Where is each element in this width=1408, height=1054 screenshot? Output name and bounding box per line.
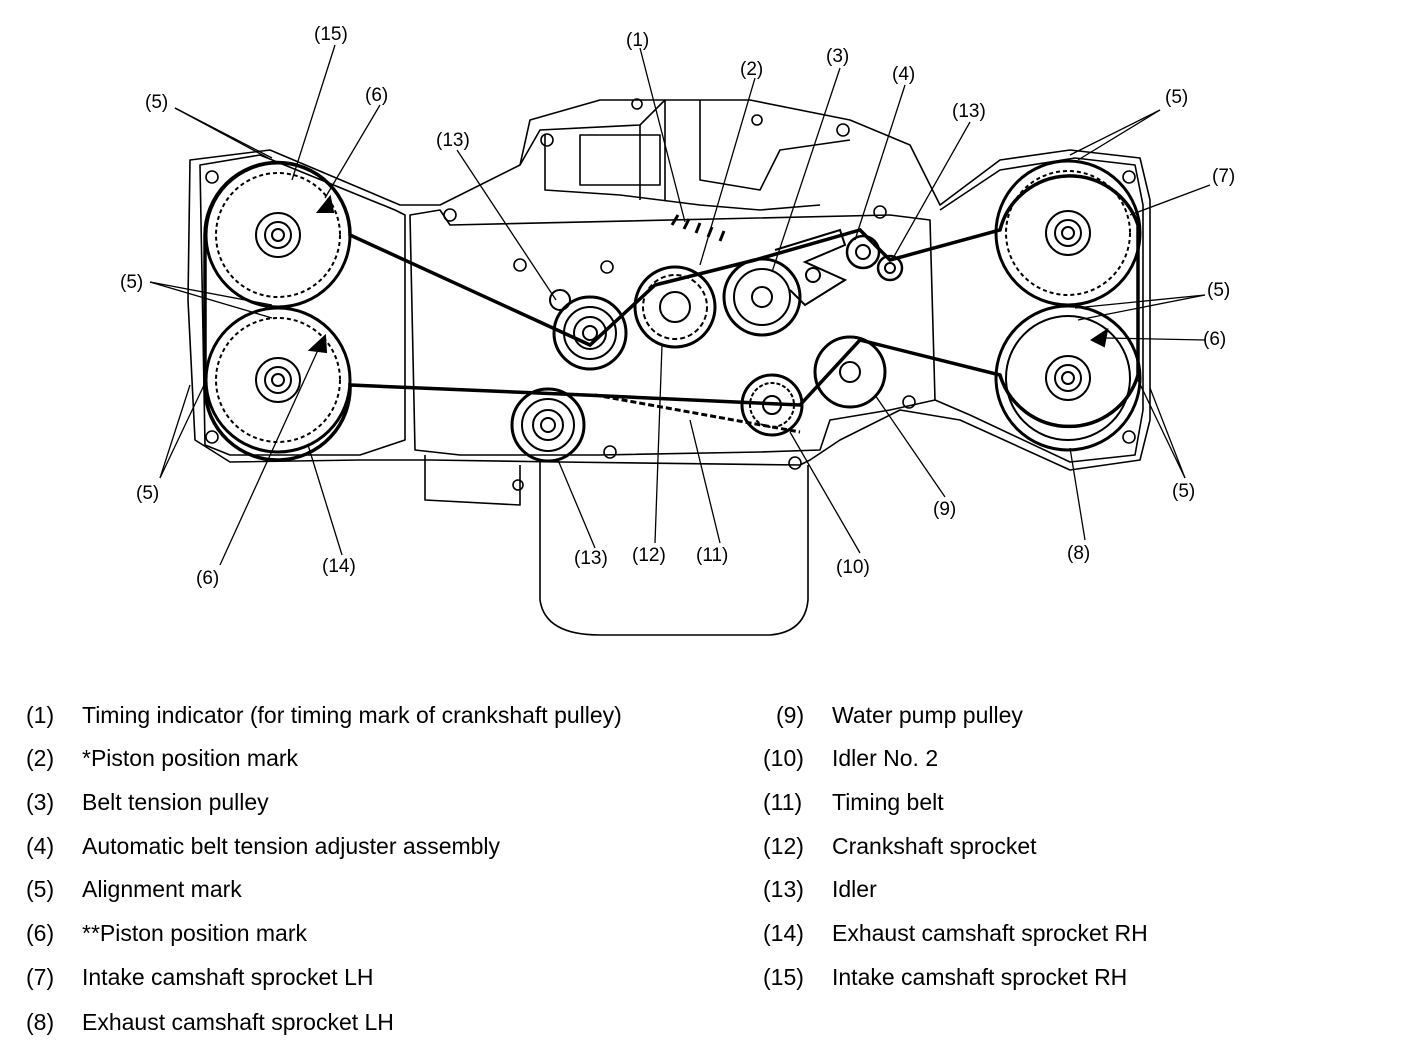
callout-10: (10) [836,557,870,578]
callout-4: (4) [892,64,915,85]
legend-label: Intake camshaft sprocket RH [832,964,1128,990]
belt-teeth [594,393,801,434]
callout-5-top-left: (5) [145,92,168,113]
callout-2: (2) [740,59,763,80]
legend-number: (7) [26,964,55,990]
legend-number: (5) [26,876,55,902]
legend-number: (15) [763,964,804,990]
callout-13-upper-right: (13) [952,101,986,122]
legend-number: (12) [763,833,804,859]
legend-label: Alignment mark [82,876,242,902]
legend-number: (2) [26,745,55,771]
callout-5-mid-left: (5) [120,272,143,293]
legend-number: (14) [763,920,804,946]
leader-lines [149,44,1211,566]
callout-13-bottom: (13) [574,548,608,569]
callout-6-bottom-left: (6) [196,568,219,589]
legend-label: Exhaust camshaft sprocket LH [82,1009,394,1035]
callout-5-top-right: (5) [1165,87,1188,108]
legend-label: Automatic belt tension adjuster assembly [82,833,501,859]
legend-number: (8) [26,1009,55,1035]
callout-12: (12) [632,545,666,566]
legend-label: Crankshaft sprocket [832,833,1037,859]
legend-number: (4) [26,833,55,859]
callout-1: (1) [626,30,649,51]
legend-number: (10) [763,745,804,771]
callout-3: (3) [826,46,849,67]
legend-label: Timing indicator (for timing mark of cra… [82,702,622,728]
legend-number: (13) [763,876,804,902]
legend-label: Belt tension pulley [82,789,269,815]
legend-label: **Piston position mark [82,920,307,946]
callout-7: (7) [1212,166,1235,187]
legend-label: Intake camshaft sprocket LH [82,964,374,990]
callout-5-mid-right: (5) [1207,280,1230,301]
legend-label: Timing belt [832,789,944,815]
legend-number: (3) [26,789,55,815]
callout-6-right: (6) [1203,329,1226,350]
timing-belt-diagram: (1) (2) (3) (4) (13) (13) (15) (6) (5) (… [120,24,1235,636]
callout-8: (8) [1067,543,1090,564]
callout-5-bottom-left: (5) [136,483,159,504]
legend-number: (1) [26,702,55,728]
legend-label: Water pump pulley [832,702,1023,728]
callout-9: (9) [933,499,956,520]
callout-5-bottom-right: (5) [1172,481,1195,502]
legend-label: Idler [832,876,877,902]
legend-number: (9) [776,702,805,728]
legend-number: (11) [763,789,803,815]
callout-13-upper-left: (13) [436,130,470,151]
legend-label: *Piston position mark [82,745,299,771]
callout-14: (14) [322,556,356,577]
callout-11: (11) [696,545,728,566]
legend-number: (6) [26,920,55,946]
callout-6-top-left: (6) [365,85,388,106]
sprockets [204,159,1142,463]
callout-15: (15) [314,24,348,45]
legend-label: Idler No. 2 [832,745,939,771]
legend-label: Exhaust camshaft sprocket RH [832,920,1148,946]
engine-outline [187,98,1151,636]
